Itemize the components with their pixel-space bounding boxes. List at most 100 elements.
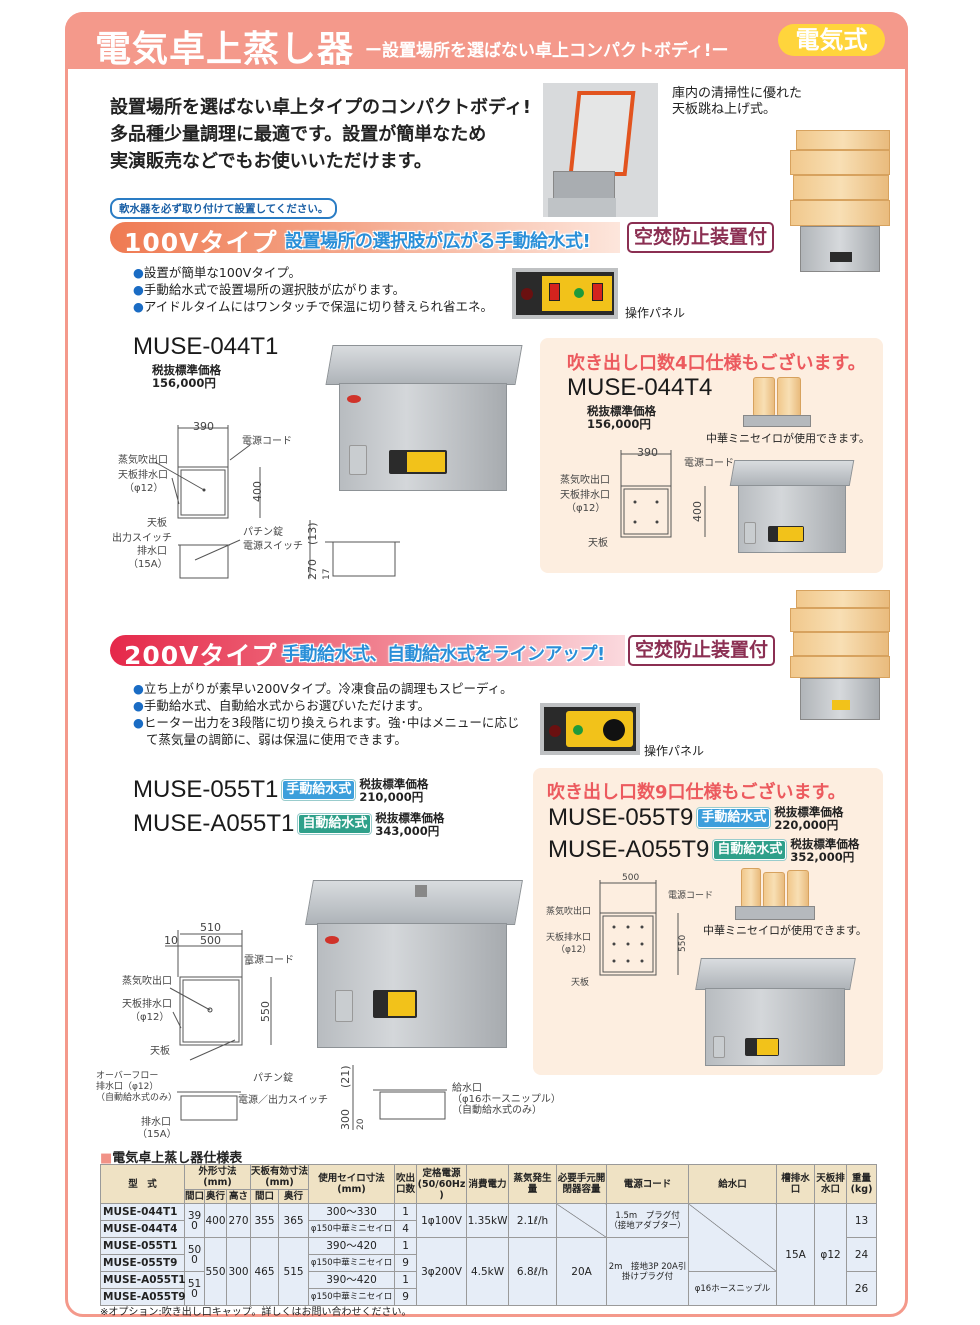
label-top-drain-size: （φ12） [124,483,164,494]
dim-height: 300 [339,1109,352,1130]
col-cord: 電源コード [606,1164,690,1204]
type-label: 100Vタイプ [124,228,278,257]
intro-text: 設置場所を選ばない卓上タイプのコンパクトボディ! 多品種少量調理に最適です。設置… [110,94,531,175]
dim-outer-width: 510 [200,921,221,934]
header-band [65,12,908,69]
label-latch: パチン錠 [253,1073,293,1084]
label-latch: パチン錠 [243,527,283,538]
label-cord: 電源コード [244,955,294,966]
label-steam: 蒸気吹出口 [546,907,592,917]
dim-height: 270 [306,559,319,580]
table-cell: MUSE-055T1 [100,1237,185,1255]
table-cell: 1 [394,1271,418,1289]
table-cell: 270 [225,1203,252,1238]
label-top: 天板 [571,978,590,988]
table-subheader-row: 間口奥行高さ 間口奥行 [101,1189,877,1204]
label-cord: 電源コード [668,891,714,901]
price: 210,000円 [359,790,424,804]
table-cell: 300〜330 [308,1203,396,1221]
label-top-drain: 天板排水口 [118,470,168,481]
label-top-drain: 天板排水口 [122,999,172,1010]
label-top-drain-size: （φ12） [566,503,606,514]
auto-water-badge: 自動給水式 [713,840,787,860]
price: 352,000円 [790,850,855,864]
table-cell: 6.8ℓ/h [508,1237,558,1306]
col-tank-drain: 槽排水口 [776,1164,816,1204]
dim-offset: 10 [164,934,178,947]
table-header-cell: 高さ [225,1189,252,1204]
table-cell: φ16ホースニップル [688,1271,778,1306]
table-cell: φ12 [814,1203,848,1306]
dimension-diagram-044t1 [154,425,400,579]
table-header-cell: 間口 [250,1189,280,1204]
table-cell: 2m 接地3P 20A引掛けプラグ付 [606,1237,690,1306]
type-badge: 電気式 [778,24,885,56]
table-cell: 300 [225,1237,252,1306]
dim-width: 390 [637,446,658,459]
dim-depth: 550 [678,934,688,952]
label-top-drain-size: （φ12） [556,945,592,955]
col-plate: 天板有効寸法(mm) [250,1164,310,1190]
control-panel-image-200v [540,703,640,755]
table-header-cell: 奥行 [278,1189,310,1204]
col-outer: 外形寸法(mm) [183,1164,252,1190]
not-applicable-cell [688,1203,778,1272]
dim-width: 390 [193,420,214,433]
col-breaker: 必要手元開閉器容量 [556,1164,608,1204]
tagline: 手動給水式、自動給水式をラインアップ! [282,644,605,665]
dim-depth: 400 [691,501,704,522]
bullet-item: ●アイドルタイムにはワンタッチで保温に切り替えられ省エネ。 [133,299,494,314]
table-cell: 1 [394,1237,418,1255]
seiro-note: 中華ミニセイロが使用できます。 [706,432,870,445]
model-name: MUSE-044T4 [567,374,713,401]
panel-label: 操作パネル [644,744,705,758]
label-switch: 電源／出力スイッチ [238,1095,328,1106]
price-label: 税抜標準価格 [359,777,429,791]
dim-depth: 400 [251,481,264,502]
price-label: 税抜標準価格 [375,811,445,825]
col-model: 型 式 [100,1164,185,1204]
spec-section: 型 式 外形寸法(mm) 天板有効寸法(mm) 使用セイロ寸法(mm) 吹出口数… [100,1164,878,1319]
table-cell: 365 [278,1203,310,1238]
bullets-100v: ●設置が簡単な100Vタイプ。 ●手動給水式で設置場所の選択肢が広がります。 ●… [133,264,493,315]
price-label: 税抜標準価格 [774,805,844,819]
table-cell: 2.1ℓ/h [508,1203,558,1238]
dimension-diagram-t9 [599,880,679,976]
table-cell: 550 [204,1237,227,1306]
price-label: 税抜標準価格 [587,404,656,418]
col-top-drain: 天板排水口 [814,1164,848,1204]
dim-width: 500 [200,934,221,947]
banner-100v: 100Vタイプ 設置場所の選択肢が広がる手動給水式! [110,222,620,257]
model-name: MUSE-055T9 [548,804,694,831]
price: 343,000円 [375,824,440,838]
table-cell: MUSE-A055T1 [100,1271,186,1289]
table-cell: 1φ100V [416,1203,468,1238]
table-cell: 13 [846,1203,878,1238]
table-cell: 9 [394,1254,418,1272]
price-label: 税抜標準価格 [790,837,860,851]
table-cell: MUSE-044T1 [100,1203,185,1221]
label-output-switch: 出力スイッチ [112,533,172,544]
label-drain-size: （15A） [137,1129,177,1140]
model-name: MUSE-A055T9 [548,836,710,863]
table-cell: 9 [394,1288,418,1306]
table-header-cell: 奥行 [204,1189,227,1204]
model-name: MUSE-044T1 [133,333,279,360]
table-cell: 390〜420 [308,1237,396,1255]
col-outlets: 吹出口数 [394,1164,418,1204]
dimension-diagram-055 [165,930,447,1130]
price: 156,000円 [152,376,216,390]
label-drain-size: （15A） [128,559,168,570]
control-panel-image-100v [512,268,618,319]
open-lid-photo [543,83,658,217]
safety-badge: 空焚防止装置付 [627,222,775,253]
manual-water-badge: 手動給水式 [282,780,356,800]
dim-width: 500 [622,873,640,883]
col-steam: 蒸気発生量 [508,1164,558,1204]
